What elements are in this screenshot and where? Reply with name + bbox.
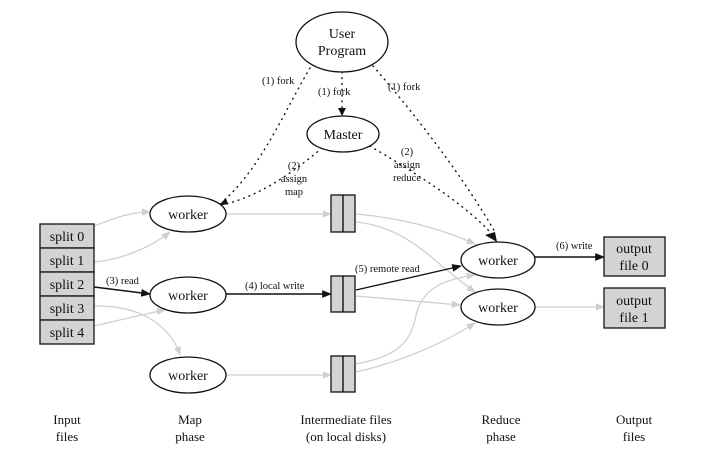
- phase-labels: Input files Map phase Intermediate files…: [53, 412, 652, 444]
- output-file-label-line1: output: [616, 242, 652, 257]
- edge-split0-to-map-worker-0: [93, 208, 151, 227]
- phase-reduce: Reduce phase: [482, 412, 521, 444]
- output-file-0: output file 0: [603, 236, 666, 277]
- label-assign-map-line1: (2): [288, 161, 301, 172]
- phase-label-line1: Input: [53, 412, 81, 427]
- output-file-label-line1: output: [616, 294, 652, 309]
- split-label: split 1: [50, 254, 85, 269]
- highlight-edges: [93, 253, 605, 298]
- split-2: split 2: [39, 271, 95, 297]
- split-label: split 0: [50, 230, 85, 245]
- reduce-worker-1: worker: [460, 288, 536, 326]
- phase-label-line2: files: [56, 429, 78, 444]
- input-splits: split 0 split 1 split 2 split 3 split 4: [39, 223, 95, 345]
- split-4: split 4: [39, 319, 95, 345]
- split-0: split 0: [39, 223, 95, 249]
- phase-input: Input files: [53, 412, 81, 444]
- map-worker-label: worker: [168, 289, 208, 304]
- label-remote-read: (5) remote read: [355, 264, 420, 275]
- edge-split3-to-map-worker-2: [93, 305, 181, 356]
- phase-label-line1: Reduce: [482, 412, 521, 427]
- edge-split1-to-map-worker-0: [93, 231, 171, 263]
- user-program-node: User Program: [295, 11, 389, 73]
- arrowhead-fork-master: [338, 108, 346, 116]
- output-file-label-line2: file 0: [619, 259, 648, 274]
- phase-label-line1: Map: [178, 412, 202, 427]
- phase-map: Map phase: [175, 412, 205, 444]
- label-fork-center: (1) fork: [318, 87, 351, 98]
- output-file-label-line2: file 1: [619, 311, 648, 326]
- intermediate-file-0: [330, 194, 356, 233]
- label-assign-reduce-line2: assign: [394, 160, 421, 171]
- split-3: split 3: [39, 295, 95, 321]
- label-fork-right: (1) fork: [388, 82, 421, 93]
- split-1: split 1: [39, 247, 95, 273]
- label-assign-map-line2: assign: [281, 174, 308, 185]
- map-worker-label: worker: [168, 369, 208, 384]
- edge-fork-to-map-worker: [221, 67, 311, 203]
- label-write: (6) write: [556, 241, 593, 252]
- phase-label-line2: files: [623, 429, 645, 444]
- label-assign-reduce-line1: (2): [401, 147, 414, 158]
- label-fork-left: (1) fork: [262, 76, 295, 87]
- user-program-label-line1: User: [329, 27, 356, 42]
- edge-intermediate-0-to-reduce-worker-1: [355, 221, 476, 293]
- edge-remote-read: [355, 264, 462, 291]
- phase-label-line1: Output: [616, 412, 653, 427]
- intermediate-file-1: [330, 275, 356, 313]
- map-worker-label: worker: [168, 208, 208, 223]
- edge-intermediate-2-to-reduce-worker-1: [355, 322, 476, 373]
- phase-label-line2: (on local disks): [306, 429, 386, 444]
- map-worker-1: worker: [149, 276, 227, 314]
- reduce-worker-label: worker: [478, 254, 518, 269]
- label-local-write: (4) local write: [245, 281, 305, 292]
- phase-output: Output files: [616, 412, 653, 444]
- split-label: split 2: [50, 278, 85, 293]
- user-program-label-line2: Program: [318, 44, 366, 59]
- phase-label-line2: phase: [486, 429, 516, 444]
- edge-read: [93, 286, 151, 297]
- edge-intermediate-2-to-reduce-worker-0: [355, 272, 476, 365]
- phase-label-line1: Intermediate files: [300, 412, 391, 427]
- output-file-1: output file 1: [603, 287, 666, 329]
- label-read: (3) read: [106, 276, 140, 287]
- map-worker-0: worker: [149, 195, 227, 233]
- reduce-worker-0: worker: [460, 241, 536, 279]
- phase-intermediate: Intermediate files (on local disks): [300, 412, 391, 444]
- edge-intermediate-1-to-reduce-worker-1: [355, 295, 461, 308]
- edge-split4-to-map-worker-1: [93, 308, 166, 327]
- label-assign-map-line3: map: [285, 187, 303, 198]
- split-label: split 3: [50, 302, 85, 317]
- master-node: Master: [306, 115, 380, 153]
- reduce-worker-label: worker: [478, 301, 518, 316]
- background-edges: [93, 208, 605, 379]
- control-edges: [218, 65, 497, 242]
- edge-intermediate-0-to-reduce-worker-0: [355, 213, 476, 245]
- edge-assign-map: [225, 147, 323, 205]
- intermediate-file-2: [330, 355, 356, 393]
- arrowhead-reduce-worker: [485, 232, 497, 242]
- label-assign-reduce-line3: reduce: [393, 173, 421, 184]
- map-worker-2: worker: [149, 356, 227, 394]
- master-label: Master: [324, 128, 363, 143]
- phase-label-line2: phase: [175, 429, 205, 444]
- edge-labels: (1) fork (1) fork (1) fork (2) assign ma…: [106, 76, 593, 292]
- split-label: split 4: [50, 326, 85, 341]
- edge-assign-reduce: [369, 145, 491, 233]
